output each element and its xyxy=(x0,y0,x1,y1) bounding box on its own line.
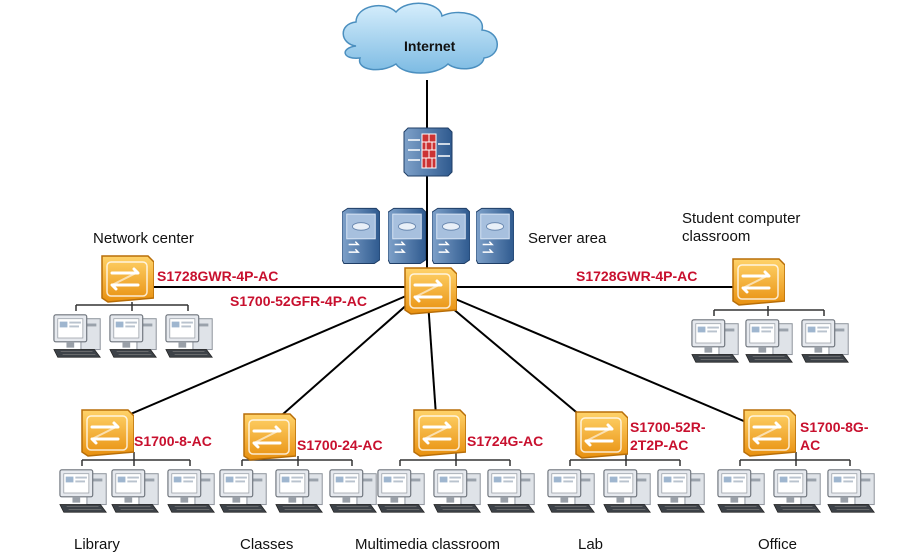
computer-icon[interactable] xyxy=(801,319,849,363)
area-label-library: Library xyxy=(74,536,120,553)
area-label-classes: Classes xyxy=(240,536,294,553)
computer-icon[interactable] xyxy=(109,314,157,358)
network-links xyxy=(104,80,766,433)
computer-icon[interactable] xyxy=(433,469,481,513)
access-switch-label-lab: S1700-52R-2T2P-AC xyxy=(630,419,706,453)
computer-icon[interactable] xyxy=(487,469,535,513)
access-switch-icon-office[interactable] xyxy=(742,408,796,458)
area-label-office: Office xyxy=(758,536,797,553)
right-switch-icon[interactable] xyxy=(731,257,785,307)
area-label-multimedia: Multimedia classroom xyxy=(355,536,501,553)
computer-icon[interactable] xyxy=(167,469,215,513)
computer-icon[interactable] xyxy=(691,319,739,363)
access-switch-icon-lab[interactable] xyxy=(574,410,628,460)
computer-icon[interactable] xyxy=(603,469,651,513)
computer-icon[interactable] xyxy=(773,469,821,513)
computer-icon[interactable] xyxy=(219,469,267,513)
computer-icon[interactable] xyxy=(547,469,595,513)
computer-icon[interactable] xyxy=(53,314,101,358)
internet-label: Internet xyxy=(404,38,456,54)
access-switch-label-multimedia: S1724G-AC xyxy=(467,433,544,449)
access-switch-label-office: S1700-8G-AC xyxy=(800,419,869,453)
firewall-device[interactable] xyxy=(403,127,453,177)
computer-icon[interactable] xyxy=(111,469,159,513)
computer-icon[interactable] xyxy=(59,469,107,513)
core-switch-label: S1700-52GFR-4P-AC xyxy=(230,293,367,309)
server-area-label: Server area xyxy=(528,230,607,247)
network-center-label: Network center xyxy=(93,230,194,247)
access-switch-icon-classes[interactable] xyxy=(242,412,296,462)
student-classroom-label: Student computer classroom xyxy=(682,210,801,245)
core-switch-icon[interactable] xyxy=(403,266,457,316)
computer-icon[interactable] xyxy=(165,314,213,358)
access-switch-label-library: S1700-8-AC xyxy=(134,433,212,449)
access-switch-label-classes: S1700-24-AC xyxy=(297,437,383,453)
access-switch-icon-multimedia[interactable] xyxy=(412,408,466,458)
left-switch-icon[interactable] xyxy=(100,254,154,304)
computer-icon[interactable] xyxy=(275,469,323,513)
computer-icon[interactable] xyxy=(745,319,793,363)
access-switch-icon-library[interactable] xyxy=(80,408,134,458)
area-label-lab: Lab xyxy=(578,536,604,553)
computer-icon[interactable] xyxy=(329,469,377,513)
right-switch-label: S1728GWR-4P-AC xyxy=(576,268,698,284)
internet-cloud[interactable] xyxy=(342,2,498,74)
computer-icon[interactable] xyxy=(377,469,425,513)
left-switch-label: S1728GWR-4P-AC xyxy=(157,268,279,284)
lan-wiring xyxy=(75,302,851,466)
computer-icon[interactable] xyxy=(657,469,705,513)
computer-icon[interactable] xyxy=(827,469,875,513)
computer-icon[interactable] xyxy=(717,469,765,513)
